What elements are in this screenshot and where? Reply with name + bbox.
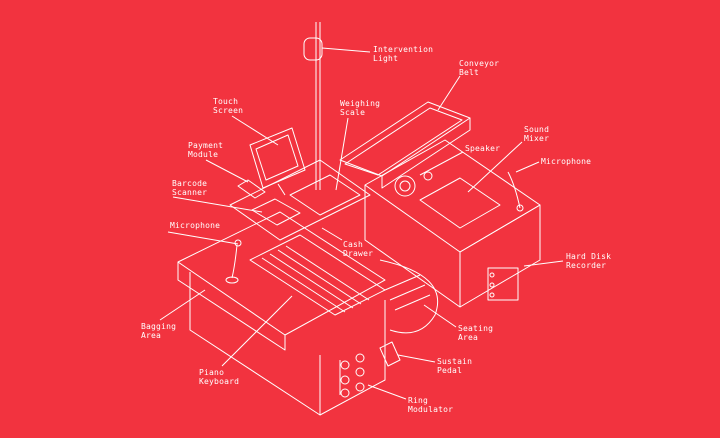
sustain-pedal	[379, 341, 401, 367]
label-speaker: Speaker	[465, 144, 501, 153]
seating-area	[379, 259, 439, 334]
touch-screen	[249, 127, 306, 196]
intervention-light	[303, 22, 323, 190]
payment-module	[237, 179, 266, 199]
conveyor-belt	[339, 101, 471, 189]
sound-mixer-console	[364, 139, 541, 308]
leader-lines	[159, 47, 564, 400]
scale-station	[229, 159, 371, 241]
label-microphone-right: Microphone	[541, 157, 592, 166]
keyboard-unit	[177, 211, 386, 416]
label-microphone-left: Microphone	[170, 221, 221, 230]
